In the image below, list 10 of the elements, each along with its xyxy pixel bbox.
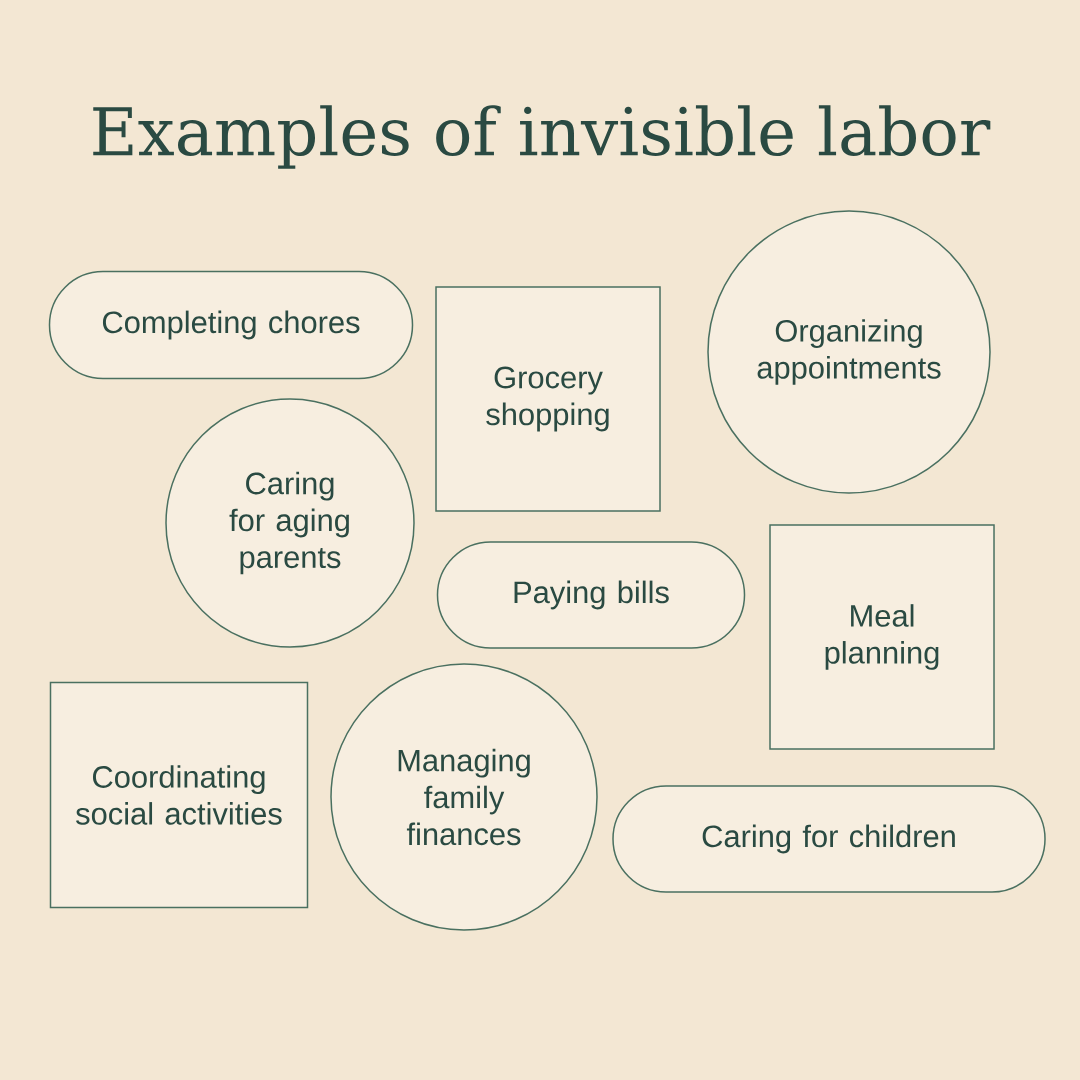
title: Examples of invisible labor — [93, 105, 991, 169]
rounded-label: Paying bills — [436, 541, 746, 649]
rounded-label: Caring for children — [612, 785, 1046, 893]
square-label: Meal planning — [769, 524, 995, 750]
rounded-label: Completing chores — [48, 270, 414, 380]
circle-label: Managing family finances — [330, 663, 598, 931]
square-label: Grocery shopping — [435, 286, 661, 512]
square-label: Coordinating social activities — [49, 681, 309, 909]
circle-label: Organizing appointments — [707, 210, 991, 494]
circle-label: Caring for aging parents — [165, 398, 415, 648]
